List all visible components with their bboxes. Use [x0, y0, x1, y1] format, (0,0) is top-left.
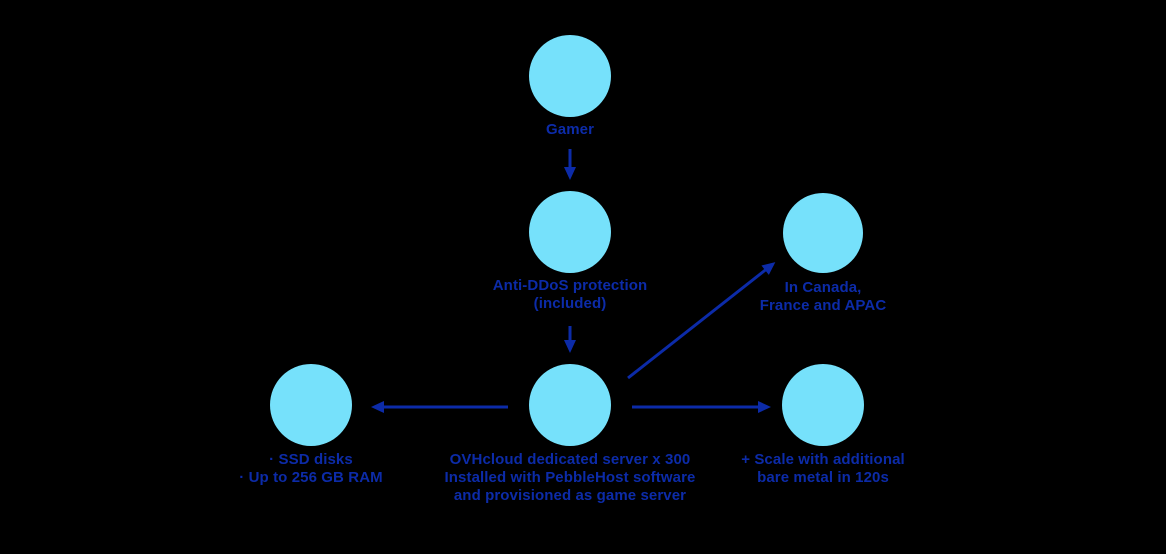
node-label-regions: In Canada,France and APAC [663, 279, 983, 315]
node-label-line: In Canada, [784, 279, 862, 296]
edges-group [371, 149, 776, 413]
node-label-ssd: · SSD disks· Up to 256 GB RAM [151, 451, 471, 487]
node-label-line: Gamer [545, 121, 595, 138]
node-circle-scale [782, 364, 864, 446]
node-label-line: OVHcloud dedicated server x 300 [449, 451, 691, 468]
node-label-line: and provisioned as game server [453, 487, 687, 504]
node-circle-regions [783, 193, 863, 273]
node-circle-server [529, 364, 611, 446]
node-label-line: · SSD disks [269, 451, 353, 468]
node-label-line: + Scale with additional [741, 451, 905, 468]
node-circle-anti-ddos [529, 191, 611, 273]
node-circle-gamer [529, 35, 611, 117]
node-label-line: France and APAC [759, 297, 887, 314]
edge-arrow-server-to-regions [627, 262, 776, 380]
node-label-line: · Up to 256 GB RAM [239, 469, 383, 486]
node-label-line: bare metal in 120s [757, 469, 889, 486]
node-label-gamer: Gamer [410, 121, 730, 139]
node-label-line: Anti-DDoS protection [492, 277, 648, 294]
node-label-line: Installed with PebbleHost software [444, 469, 696, 486]
node-circle-ssd [270, 364, 352, 446]
node-label-line: (included) [533, 295, 607, 312]
node-label-anti-ddos: Anti-DDoS protection(included) [410, 277, 730, 313]
